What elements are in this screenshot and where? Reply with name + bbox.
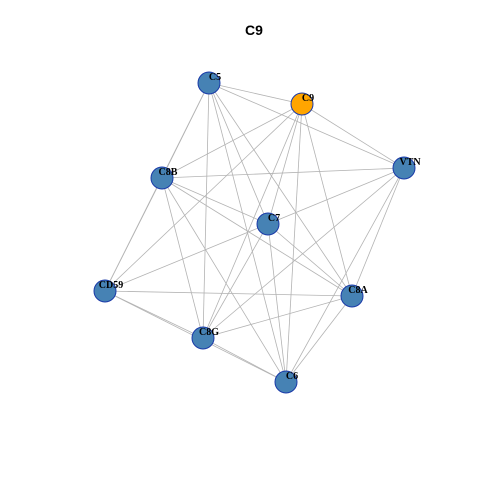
edge-c8a-c8g	[202, 295, 353, 339]
node-label-c9: C9	[302, 93, 314, 104]
node-circle-c7	[256, 212, 280, 236]
node-c5: C5	[197, 71, 221, 95]
node-label-vtn: VTN	[399, 157, 421, 168]
edge-c5-c7	[208, 82, 269, 225]
node-c8b: C8B	[150, 166, 178, 190]
node-c7: C7	[256, 212, 280, 236]
node-circle-c8b	[150, 166, 174, 190]
edge-c8g-c6	[202, 337, 287, 383]
edge-vtn-c7	[267, 167, 405, 225]
edge-c8b-c6	[161, 177, 287, 383]
edge-c5-c8a	[208, 82, 353, 297]
edge-c8b-cd59	[104, 177, 163, 292]
node-circle-c5	[197, 71, 221, 95]
node-label-c8g: C8G	[199, 327, 219, 338]
edge-c9-c7	[267, 103, 303, 225]
edge-c7-c8a	[267, 223, 353, 297]
node-vtn: VTN	[392, 156, 421, 180]
node-c6: C6	[274, 370, 298, 394]
node-cd59: CD59	[93, 279, 123, 303]
node-label-c8b: C8B	[159, 167, 178, 178]
node-c8a: C8A	[340, 284, 368, 308]
edge-layer	[104, 82, 405, 383]
node-circle-cd59	[93, 279, 117, 303]
edge-c5-c9	[208, 82, 303, 105]
node-label-c6: C6	[286, 371, 298, 382]
edge-c7-c6	[267, 223, 287, 383]
node-circle-vtn	[392, 156, 416, 180]
edge-c8b-c7	[161, 177, 269, 225]
edge-c5-c8g	[202, 82, 210, 339]
node-circle-c6	[274, 370, 298, 394]
edge-vtn-c8b	[161, 167, 405, 179]
edge-vtn-c8a	[351, 167, 405, 297]
node-label-c8a: C8A	[348, 285, 368, 296]
edge-c7-c8g	[202, 223, 269, 339]
edge-c9-vtn	[301, 103, 405, 169]
node-circle-c9	[290, 92, 314, 116]
edge-vtn-c6	[285, 167, 405, 383]
diagram-title: C9	[245, 22, 263, 38]
node-label-c5: C5	[209, 72, 221, 83]
edge-vtn-c8g	[202, 167, 405, 339]
edge-c9-c8b	[161, 103, 303, 179]
node-circle-c8a	[340, 284, 364, 308]
node-c8g: C8G	[191, 326, 219, 350]
edge-c8b-c8a	[161, 177, 353, 297]
edge-c8b-c8g	[161, 177, 204, 339]
node-label-c7: C7	[268, 213, 280, 224]
edge-c5-vtn	[208, 82, 405, 169]
edge-c9-cd59	[104, 103, 303, 292]
edge-c9-c6	[285, 103, 303, 383]
node-label-cd59: CD59	[99, 280, 123, 291]
edge-cd59-c8a	[104, 290, 353, 297]
edge-c9-c8g	[202, 103, 303, 339]
edge-c8a-c6	[285, 295, 353, 383]
node-circle-c8g	[191, 326, 215, 350]
node-c9: C9	[290, 92, 314, 116]
edge-c7-cd59	[104, 223, 269, 292]
